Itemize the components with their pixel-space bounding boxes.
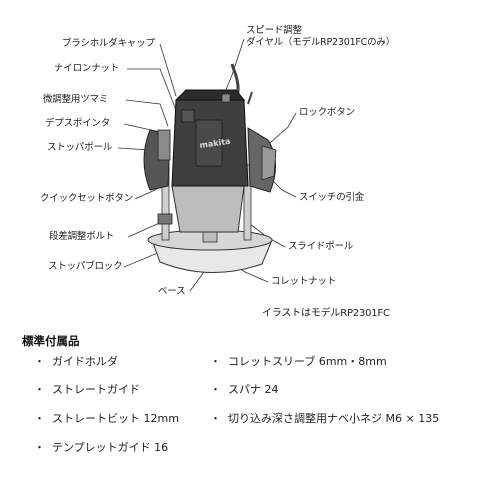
- accessory-item: ・ストレートビット 12mm: [34, 412, 179, 426]
- accessory-item: ・ガイドホルダ: [34, 355, 118, 369]
- label-slide-pole: スライドポール: [288, 241, 354, 252]
- accessory-label: 切り込み深さ調整用ナベ小ネジ M6 × 135: [228, 412, 440, 425]
- leader-base: [189, 271, 205, 292]
- accessory-item: ・ストレートガイド: [34, 383, 140, 397]
- leader-brush-holder-cap: [159, 43, 177, 97]
- label-quick-set-button: クイックセットボタン: [40, 193, 134, 204]
- brand-logo: makita: [199, 137, 231, 150]
- router-body: makita: [143, 63, 277, 274]
- label-lock-button: ロックボタン: [299, 107, 355, 118]
- label-collet-nut: コレットナット: [271, 276, 337, 287]
- accessory-label: ストレートガイド: [52, 383, 140, 396]
- leader-speed-dial: [224, 38, 245, 93]
- label-stopper-pole: ストッパポール: [47, 142, 113, 153]
- accessory-label: テンプレットガイド 16: [52, 441, 169, 454]
- leader-lock-button: [269, 112, 297, 144]
- router-illustration: makita: [117, 38, 297, 292]
- leader-fine-adjust-knob: [125, 99, 169, 127]
- leader-switch-trigger: [271, 179, 297, 198]
- leader-nylon-nut: [127, 68, 177, 111]
- bullet: ・: [34, 355, 45, 368]
- label-nylon-nut: ナイロンナット: [54, 63, 120, 74]
- accessories-title: 標準付属品: [22, 334, 80, 348]
- label-base: ベース: [158, 286, 186, 297]
- accessory-item: ・スパナ 24: [210, 383, 279, 397]
- label-speed-dial-line2: ダイヤル（モデルRP2301FCのみ）: [246, 37, 396, 48]
- accessory-label: スパナ 24: [228, 383, 279, 396]
- bullet: ・: [210, 355, 221, 368]
- illustration-note: イラストはモデルRP2301FC: [262, 308, 390, 319]
- label-fine-adjust-knob: 微調整用ツマミ: [43, 94, 109, 105]
- label-speed-dial-line1: スピード調整: [246, 25, 302, 36]
- label-step-adjust-bolt: 段差調整ボルト: [49, 231, 115, 242]
- bullet: ・: [210, 412, 221, 425]
- bullet: ・: [34, 383, 45, 396]
- accessory-label: ストレートビット 12mm: [52, 412, 179, 425]
- label-depth-pointer: デプスポインタ: [45, 118, 111, 129]
- accessory-item: ・テンプレットガイド 16: [34, 441, 168, 455]
- accessory-label: ガイドホルダ: [52, 355, 118, 368]
- bullet: ・: [34, 441, 45, 454]
- label-switch-trigger: スイッチの引金: [299, 192, 365, 203]
- label-stopper-block: ストッパブロック: [48, 261, 123, 272]
- label-brush-holder-cap: ブラシホルダキャップ: [62, 38, 155, 49]
- bullet: ・: [210, 383, 221, 396]
- accessory-item: ・コレットスリーブ 6mm・8mm: [210, 355, 387, 369]
- bullet: ・: [34, 412, 45, 425]
- accessory-label: コレットスリーブ 6mm・8mm: [228, 355, 387, 368]
- accessory-item: ・切り込み深さ調整用ナベ小ネジ M6 × 135: [210, 412, 439, 426]
